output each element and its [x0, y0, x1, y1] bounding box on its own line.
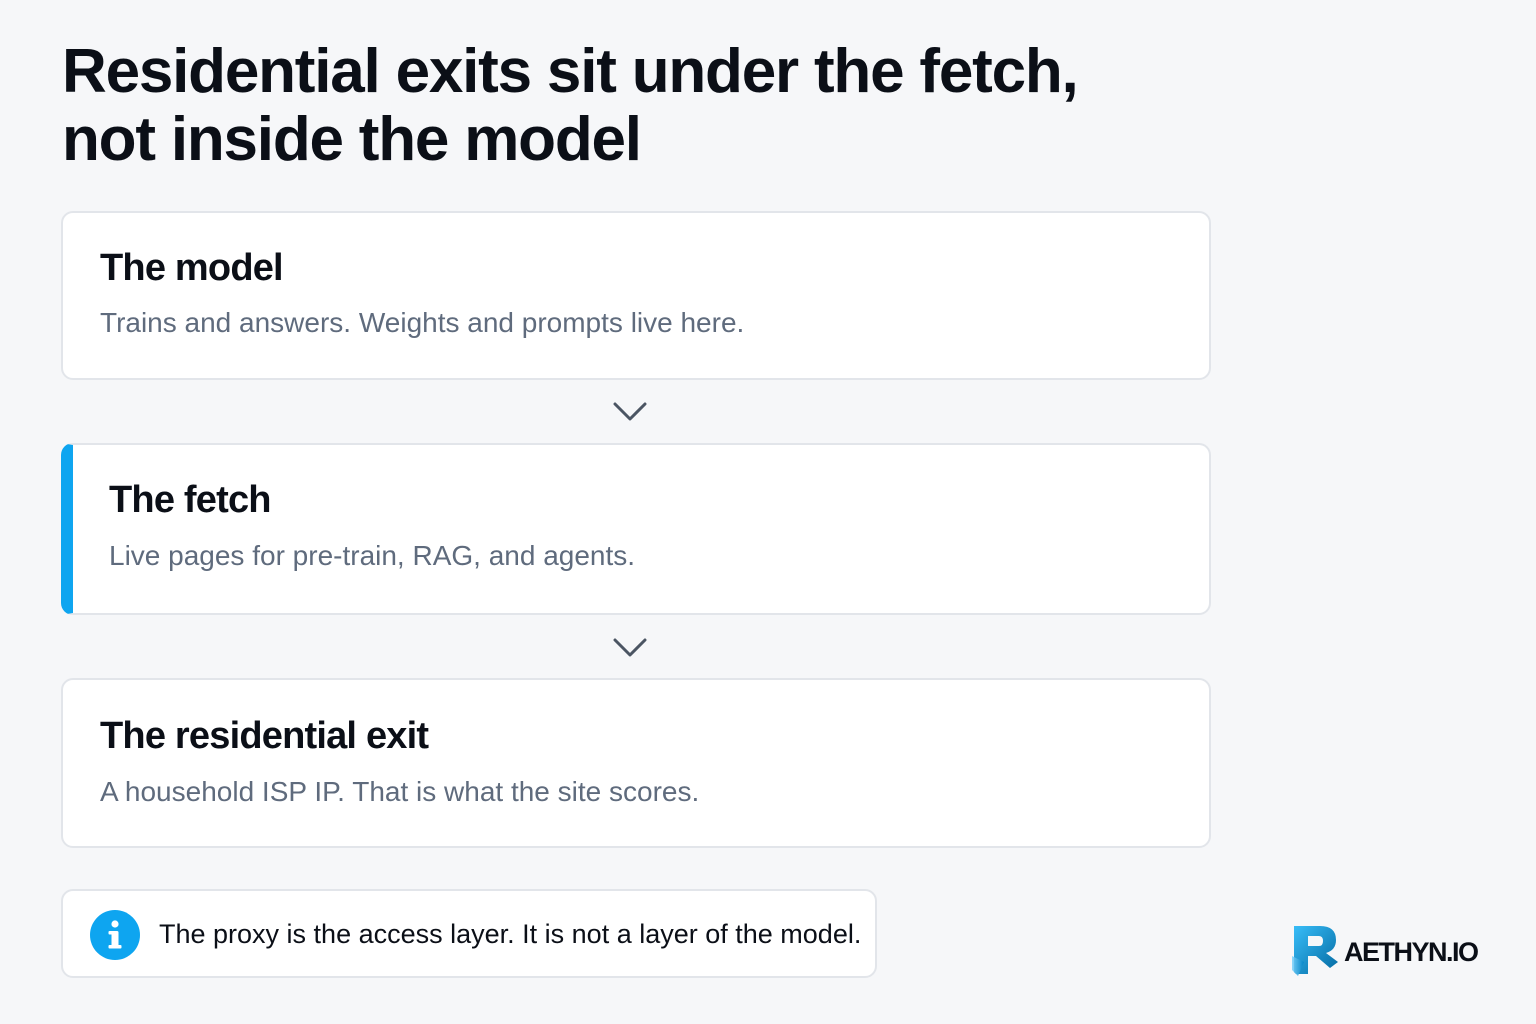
layer-description: A household ISP IP. That is what the sit…: [100, 776, 700, 807]
info-note: The proxy is the access layer. It is not…: [61, 889, 877, 978]
chevron-down-icon: [613, 638, 647, 657]
note-text: The proxy is the access layer. It is not…: [159, 919, 862, 949]
page-title: Residential exits sit under the fetch, n…: [62, 38, 1212, 174]
logo-mark-icon: [1292, 926, 1338, 976]
layer-title: The fetch: [109, 479, 272, 521]
layer-card-fetch: The fetch Live pages for pre-train, RAG,…: [61, 443, 1211, 615]
page-title-line-2: not inside the model: [62, 105, 642, 174]
layer-card-residential-exit: The residential exit A household ISP IP.…: [61, 678, 1211, 848]
info-icon: [90, 910, 140, 960]
layer-title: The model: [100, 247, 284, 289]
page-title-line-1: Residential exits sit under the fetch,: [62, 37, 1079, 106]
layer-card-model: The model Trains and answers. Weights an…: [61, 211, 1211, 380]
layer-description: Trains and answers. Weights and prompts …: [100, 307, 745, 338]
logo-text: AETHYN.IO: [1344, 937, 1479, 967]
layer-title: The residential exit: [100, 715, 429, 757]
chevron-down-icon: [613, 402, 647, 421]
layer-description: Live pages for pre-train, RAG, and agent…: [109, 540, 636, 571]
brand-logo: AETHYN.IO: [1290, 922, 1500, 982]
